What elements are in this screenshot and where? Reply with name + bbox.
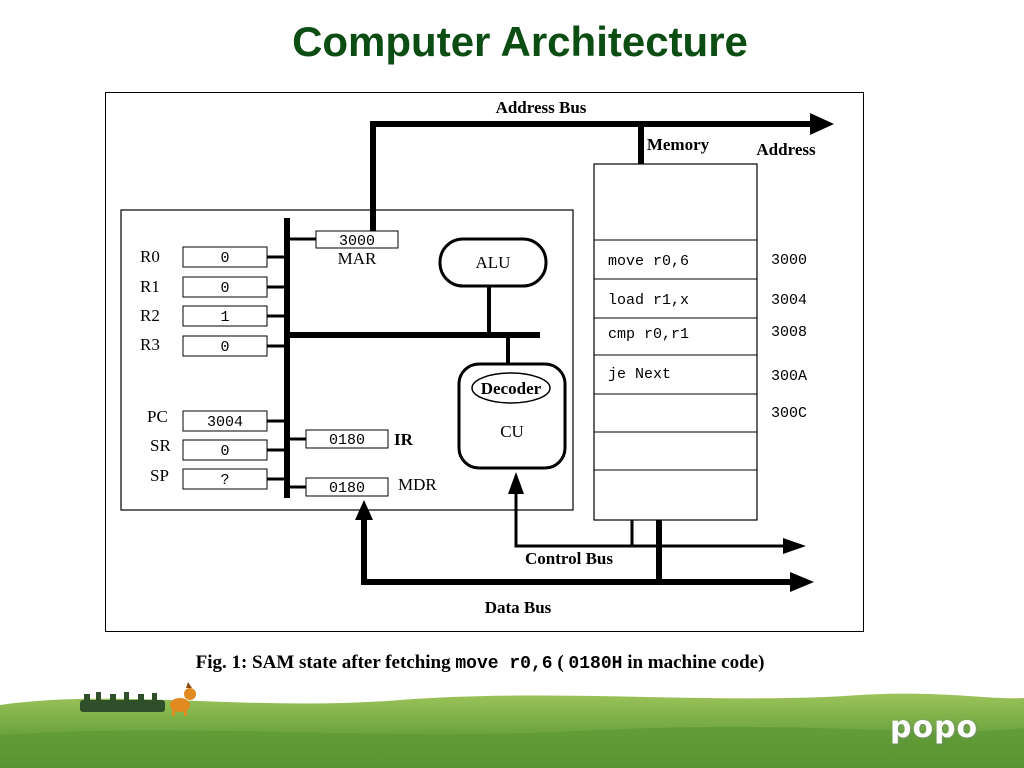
register-value: 0 [220, 280, 229, 297]
ir-label: IR [394, 430, 414, 449]
footer-brand: popo [890, 710, 979, 745]
alu-unit: ALU [438, 237, 548, 288]
memory-address-header: Address [756, 140, 816, 159]
ir-value: 0180 [329, 432, 365, 449]
memory-address: 3008 [771, 324, 807, 341]
caption-prefix: Fig. 1: SAM state after fetching [195, 652, 456, 673]
mar-label: MAR [338, 249, 377, 268]
address-bus [370, 113, 834, 232]
register-name: PC [147, 407, 168, 426]
mdr-value: 0180 [329, 480, 365, 497]
register-value: 0 [220, 339, 229, 356]
register-name: SP [150, 466, 169, 485]
memory-address: 3004 [771, 292, 807, 309]
caption-middle: ( [552, 652, 569, 673]
register-value: 0 [220, 443, 229, 460]
memory-instruction: je Next [608, 366, 671, 383]
caption-instruction: move r0,6 [455, 654, 553, 674]
tree-line [80, 692, 165, 712]
memory-address: 3000 [771, 252, 807, 269]
register-r2: R2 1 [140, 305, 268, 327]
dog-mascot-icon [170, 682, 196, 716]
ir-register: 0180 IR [305, 429, 414, 449]
memory-instruction: move r0,6 [608, 253, 689, 270]
register-value: 1 [220, 309, 229, 326]
register-r0: R0 0 [140, 246, 268, 268]
figure-caption: Fig. 1: SAM state after fetching move r0… [0, 652, 960, 674]
alu-label: ALU [476, 253, 511, 272]
mar-register: 3000 MAR [315, 230, 399, 268]
caption-code: 0180H [568, 654, 623, 674]
address-bus-label: Address Bus [496, 98, 587, 117]
cu-label: CU [500, 422, 524, 441]
cpu-box [120, 209, 574, 511]
control-unit: Decoder CU [457, 362, 567, 470]
register-sr: SR 0 [150, 436, 268, 461]
memory-address: 300C [771, 405, 807, 422]
register-value: 0 [220, 250, 229, 267]
memory-instruction: cmp r0,r1 [608, 326, 689, 343]
register-value: 3004 [207, 414, 243, 431]
register-pc: PC 3004 [147, 407, 268, 432]
mdr-label: MDR [398, 475, 437, 494]
register-name: R2 [140, 306, 160, 325]
register-name: SR [150, 436, 171, 455]
memory-block [593, 163, 758, 521]
control-bus [508, 472, 806, 554]
memory-title: Memory [647, 135, 710, 154]
register-value: ? [220, 472, 229, 489]
register-r3: R3 0 [140, 335, 268, 357]
memory-instruction: load r1,x [608, 292, 689, 309]
grass-footer [0, 693, 1024, 768]
data-bus-label: Data Bus [485, 598, 552, 617]
mdr-register: 0180 MDR [305, 475, 437, 497]
control-bus-label: Control Bus [525, 549, 613, 568]
register-name: R1 [140, 277, 160, 296]
internal-bus [267, 218, 540, 498]
register-name: R0 [140, 247, 160, 266]
mar-value: 3000 [339, 233, 375, 250]
data-bus [355, 500, 814, 592]
register-name: R3 [140, 335, 160, 354]
caption-suffix: in machine code) [622, 652, 765, 673]
slide-title: Computer Architecture [292, 18, 748, 65]
register-r1: R1 0 [140, 276, 268, 298]
register-sp: SP ? [150, 466, 268, 490]
decoder-label: Decoder [481, 379, 542, 398]
memory-address: 300A [771, 368, 807, 385]
